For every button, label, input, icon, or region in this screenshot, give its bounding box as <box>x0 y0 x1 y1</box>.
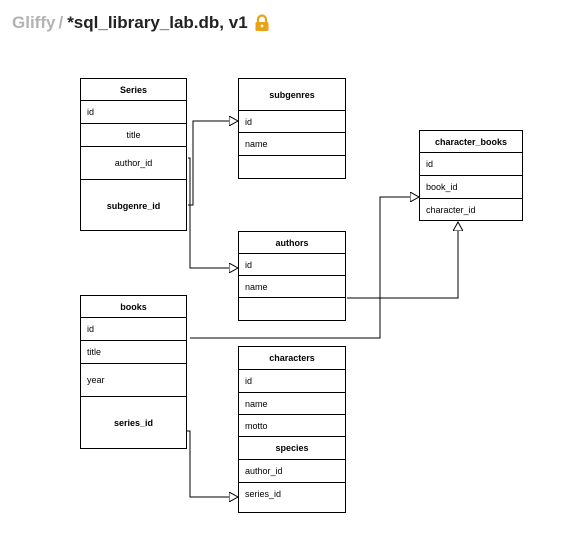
field-row[interactable]: id <box>81 318 186 341</box>
table-character-books[interactable]: character_books id book_id character_id <box>419 130 523 221</box>
table-books[interactable]: books id title year series_id <box>80 295 187 449</box>
field-row[interactable]: name <box>239 276 345 298</box>
field-row[interactable]: title <box>81 124 186 147</box>
field-row[interactable]: character_id <box>426 204 476 215</box>
lock-icon[interactable] <box>254 14 270 32</box>
field-row[interactable] <box>239 156 345 178</box>
field-row[interactable]: species <box>239 437 345 460</box>
connector-books-character-books[interactable] <box>190 197 419 339</box>
field-row[interactable]: id <box>239 254 345 276</box>
field-row[interactable]: name <box>239 133 345 156</box>
field-row[interactable]: name <box>239 393 345 415</box>
connector-characters-character-books[interactable] <box>347 222 458 299</box>
connector-books-characters[interactable] <box>186 430 238 497</box>
field-row[interactable]: title <box>81 341 186 364</box>
field-row[interactable]: year <box>81 364 186 397</box>
field-row[interactable]: series_id <box>113 417 154 428</box>
field-row[interactable]: id <box>239 111 345 133</box>
field-row[interactable]: subgenre_id <box>106 201 161 211</box>
table-header[interactable]: character_books <box>420 131 522 153</box>
table-characters[interactable]: characters id name motto species author_… <box>238 346 346 513</box>
table-header[interactable]: books <box>81 296 186 318</box>
connector-series-authors[interactable] <box>188 157 238 268</box>
field-row[interactable]: motto <box>239 415 345 437</box>
table-subgenres[interactable]: subgenres id name <box>238 78 346 179</box>
field-row[interactable] <box>239 298 345 320</box>
breadcrumb-separator: / <box>58 13 64 32</box>
field-row[interactable]: author_id <box>239 460 345 483</box>
field-row[interactable]: id <box>239 370 345 393</box>
table-series[interactable]: Series id title author_id subgenre_id <box>80 78 187 231</box>
document-title[interactable]: *sql_library_lab.db, v1 <box>67 13 248 32</box>
app-header: Gliffy / *sql_library_lab.db, v1 <box>12 12 270 34</box>
table-header[interactable]: subgenres <box>239 79 345 111</box>
table-header[interactable]: characters <box>239 347 345 370</box>
table-header[interactable]: authors <box>239 232 345 254</box>
table-header[interactable]: Series <box>81 79 186 101</box>
field-row[interactable]: id <box>420 153 522 176</box>
field-row[interactable]: author_id <box>81 147 186 180</box>
field-row[interactable]: series_id <box>245 489 282 499</box>
field-row[interactable]: id <box>81 101 186 124</box>
field-row[interactable]: book_id <box>420 176 522 199</box>
table-authors[interactable]: authors id name <box>238 231 346 321</box>
brand-name[interactable]: Gliffy <box>12 13 56 32</box>
connector-series-subgenres[interactable] <box>188 121 238 206</box>
